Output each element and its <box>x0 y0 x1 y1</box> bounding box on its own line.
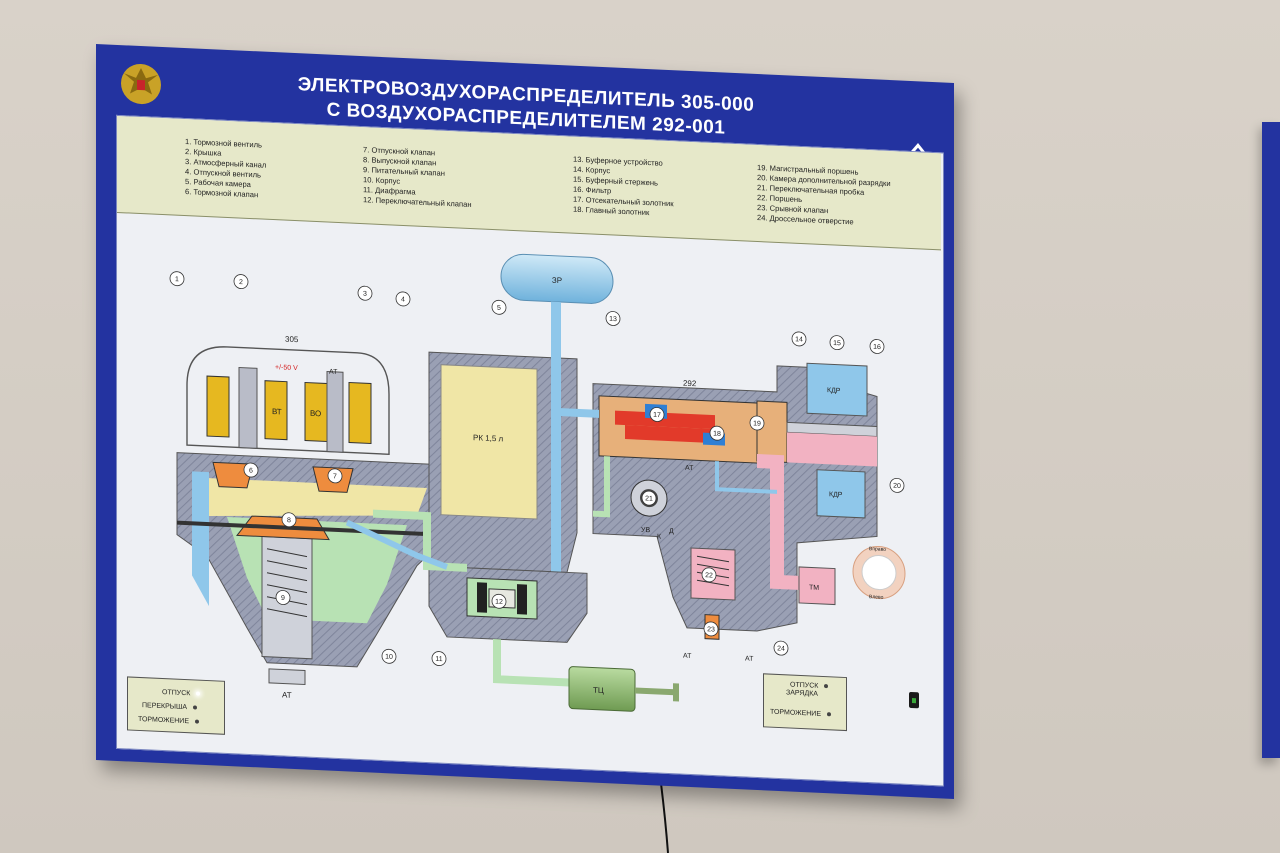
reservoir-label: ЗР <box>552 276 562 285</box>
kdr-label-bottom: КДР <box>829 491 843 499</box>
pneumatic-diagram: ЗР 305 ВТ ВО +/-50 V АТ <box>169 253 906 712</box>
mode-overlap-label: ПЕРЕКРЫША <box>142 702 188 712</box>
svg-text:1: 1 <box>175 276 179 283</box>
callout-23: 23 <box>703 621 719 637</box>
callout-2: 2 <box>233 274 249 289</box>
mode-braking-lamp-right <box>827 712 832 717</box>
mode-indicator-panel-right: ОТПУСК ЗАРЯДКА ТОРМОЖЕНИЕ <box>763 673 847 732</box>
svg-text:6: 6 <box>249 467 253 474</box>
svg-text:13: 13 <box>609 316 617 323</box>
callout-4: 4 <box>395 291 411 307</box>
svg-text:20: 20 <box>893 483 901 490</box>
svg-text:15: 15 <box>833 340 841 347</box>
mode-indicator-panel-left: ОТПУСК ПЕРЕКРЫША ТОРМОЖЕНИЕ <box>127 676 225 735</box>
callout-10: 10 <box>381 648 397 664</box>
mode-braking-label-right: ТОРМОЖЕНИЕ <box>770 708 822 718</box>
svg-text:9: 9 <box>281 595 285 602</box>
callout-22: 22 <box>701 567 717 583</box>
callout-6: 6 <box>243 462 259 478</box>
svg-text:8: 8 <box>287 517 291 524</box>
callout-16: 16 <box>869 339 885 354</box>
coil-vt-label: ВТ <box>272 407 282 416</box>
callout-5: 5 <box>491 299 507 315</box>
svg-text:11: 11 <box>435 656 442 663</box>
callout-7: 7 <box>327 468 343 484</box>
mode-release-label-right: ОТПУСК <box>790 681 819 690</box>
callout-14: 14 <box>791 331 807 347</box>
svg-text:19: 19 <box>753 420 761 427</box>
callout-21: 21 <box>641 490 657 506</box>
svg-text:21: 21 <box>645 495 653 502</box>
k-label: К <box>657 533 662 540</box>
knob-left-label: Влево <box>869 594 884 601</box>
svg-text:22: 22 <box>705 572 713 579</box>
tm-label: ТМ <box>809 584 819 591</box>
svg-text:24: 24 <box>777 645 785 652</box>
callout-8: 8 <box>281 512 297 528</box>
svg-text:10: 10 <box>385 654 393 661</box>
callout-19: 19 <box>749 415 765 431</box>
svg-text:16: 16 <box>873 344 881 351</box>
svg-text:5: 5 <box>497 305 501 312</box>
svg-text:3: 3 <box>363 291 367 298</box>
mode-release-lamp-right <box>824 684 829 689</box>
at-label-292-top: АТ <box>685 465 694 472</box>
tc-label: ТЦ <box>593 686 604 695</box>
svg-text:4: 4 <box>401 296 405 303</box>
power-switch[interactable] <box>909 691 919 709</box>
label-292: 292 <box>683 379 697 389</box>
mode-release-label: ОТПУСК <box>162 688 191 698</box>
valve-305-assembly: 305 ВТ ВО +/-50 V АТ <box>176 335 438 700</box>
valve-292-assembly: 292 КДР КДР ТМ УВ К <box>561 362 878 663</box>
svg-text:12: 12 <box>495 599 503 606</box>
adjacent-poster-edge <box>1262 122 1280 758</box>
switch-plug-knob[interactable]: Вправо Влево <box>852 545 906 601</box>
svg-text:23: 23 <box>707 626 715 633</box>
at-label-top: АТ <box>329 369 338 376</box>
svg-text:17: 17 <box>653 412 661 419</box>
callout-3: 3 <box>357 285 373 301</box>
chamber-label: РК 1,5 л <box>473 433 504 443</box>
mode-release-lamp <box>196 691 201 696</box>
coil-vo-label: ВО <box>310 409 321 419</box>
callout-1: 1 <box>169 271 185 287</box>
voltage-label: +/-50 V <box>275 364 298 372</box>
knob-right-label: Вправо <box>869 546 886 553</box>
at-label-292-left: АТ <box>683 653 692 660</box>
callout-9: 9 <box>275 590 291 605</box>
mode-braking-label: ТОРМОЖЕНИЕ <box>138 715 190 726</box>
at-label-bottom: АТ <box>282 690 292 699</box>
callout-17: 17 <box>649 407 665 422</box>
callout-24: 24 <box>773 640 789 656</box>
brake-cylinder: ТЦ <box>568 666 679 712</box>
callout-15: 15 <box>829 335 845 351</box>
svg-text:2: 2 <box>239 279 243 286</box>
svg-text:18: 18 <box>713 431 721 438</box>
at-label-292-right: АТ <box>745 655 754 662</box>
callout-13: 13 <box>605 311 621 326</box>
label-305: 305 <box>285 335 299 345</box>
kdr-label-top: КДР <box>827 387 841 395</box>
mode-overlap-lamp <box>193 705 198 710</box>
callout-12: 12 <box>491 593 507 609</box>
svg-text:7: 7 <box>333 473 337 480</box>
coat-of-arms-icon <box>121 64 161 105</box>
mode-braking-lamp <box>195 719 200 724</box>
svg-text:14: 14 <box>795 336 803 343</box>
callout-20: 20 <box>889 477 905 493</box>
d-label: Д <box>669 528 674 535</box>
uv-label: УВ <box>641 527 650 534</box>
callout-18: 18 <box>709 425 725 441</box>
callout-11: 11 <box>431 651 447 666</box>
poster-frame: ЭЛЕКТРОВОЗДУХОРАСПРЕДЕЛИТЕЛЬ 305-000 С В… <box>96 44 954 799</box>
mode-charging-label-right: ЗАРЯДКА <box>786 689 818 698</box>
